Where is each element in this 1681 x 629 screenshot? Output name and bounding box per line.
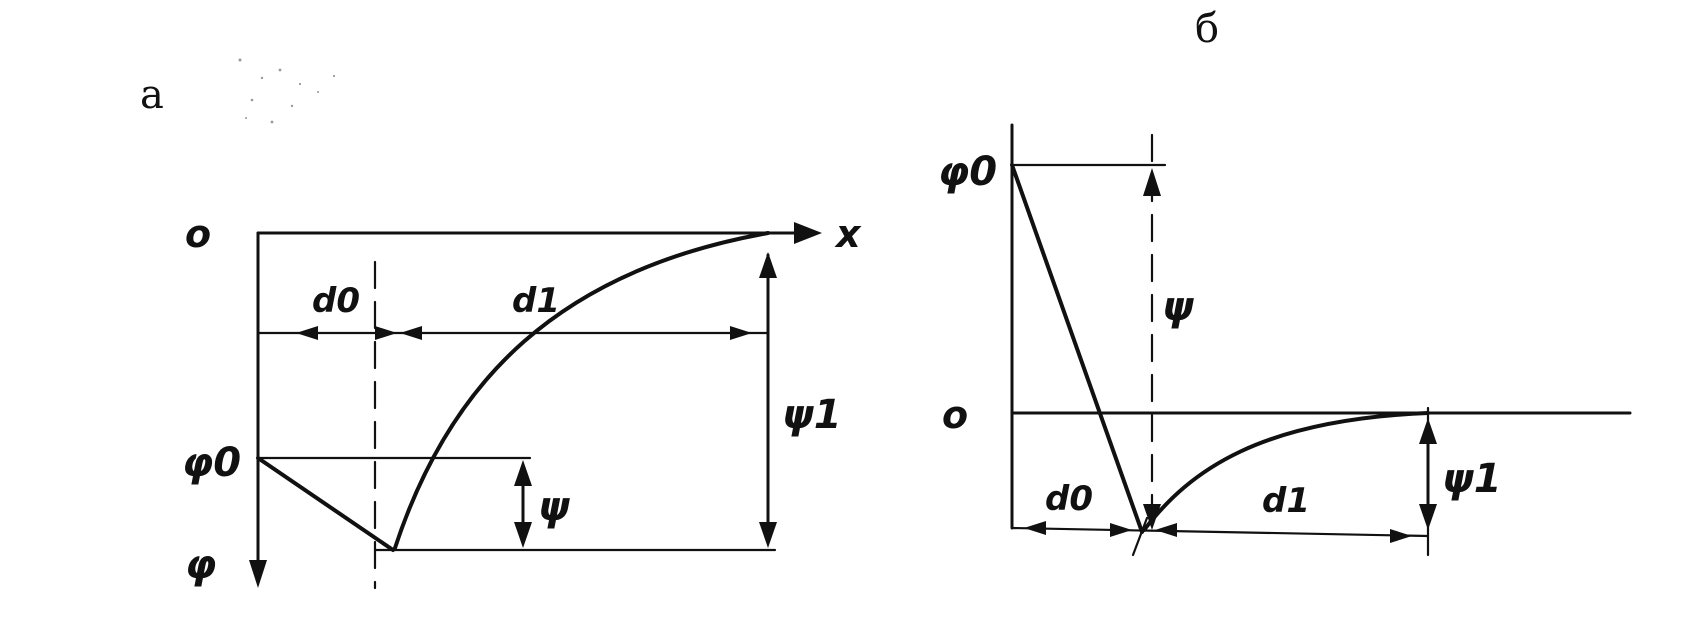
panel-a-psi-arrowhead-bottom (514, 522, 532, 548)
panel-b-potential-curve (1142, 411, 1430, 532)
panel-a: а x o φ φ0 d0 d1 ψ1 (140, 72, 862, 590)
panel-a-psi1-label: ψ1 (782, 392, 842, 438)
panel-a-d1-arrowhead-left (400, 326, 422, 340)
panel-a-label: а (140, 72, 164, 118)
panel-b-tick-mark (1131, 516, 1149, 557)
panel-b-phi0-label: φ0 (938, 149, 997, 195)
panel-a-phi-axis-arrowhead (249, 560, 267, 588)
panel-a-phi0-label: φ0 (182, 440, 241, 486)
panel-a-d1-arrowhead-right (730, 326, 752, 340)
panel-b-d0-label: d0 (1045, 479, 1093, 519)
panel-a-d0-arrowhead-right (375, 326, 397, 340)
panel-b-d0-arrowhead-right (1110, 523, 1132, 537)
panel-b-label: б (1195, 6, 1219, 52)
panel-b-d1-label: d1 (1262, 481, 1310, 521)
panel-a-phi-axis-label: φ (185, 542, 216, 588)
panel-b-d1-arrowhead-left (1155, 523, 1177, 537)
panel-a-psi1-arrowhead-bottom (759, 522, 777, 548)
panel-b: б φ0 o ψ d0 d1 ψ1 (938, 6, 1632, 557)
panel-a-psi-arrowhead-top (514, 460, 532, 486)
panel-b-psi-arrowhead-top (1143, 168, 1161, 196)
panel-a-potential-linear-segment (256, 456, 395, 552)
panel-b-psi1-label: ψ1 (1442, 456, 1502, 502)
panel-a-x-axis-label: x (834, 212, 862, 256)
panel-b-potential-linear-segment (1010, 163, 1144, 534)
panel-a-d1-label: d1 (512, 281, 560, 321)
panel-b-d1-arrowhead-right (1390, 529, 1412, 543)
scan-speckle (238, 58, 336, 124)
panel-b-psi1-arrowhead-bottom (1419, 504, 1437, 530)
panel-a-x-axis-arrowhead (794, 222, 822, 244)
panel-b-psi-label: ψ (1162, 284, 1194, 330)
panel-a-potential-curve (393, 231, 770, 550)
panel-a-d0-label: d0 (312, 281, 360, 321)
panel-b-origin-label: o (942, 393, 968, 437)
panel-a-psi-label: ψ (538, 484, 570, 530)
panel-a-psi1-arrowhead-top (759, 252, 777, 278)
panel-a-d0-arrowhead-left (296, 326, 318, 340)
panel-a-origin-label: o (185, 212, 211, 256)
panel-b-dimension-line (1010, 526, 1430, 538)
panel-b-d0-arrowhead-left (1024, 521, 1046, 535)
panel-b-psi1-arrowhead-top (1419, 418, 1437, 444)
